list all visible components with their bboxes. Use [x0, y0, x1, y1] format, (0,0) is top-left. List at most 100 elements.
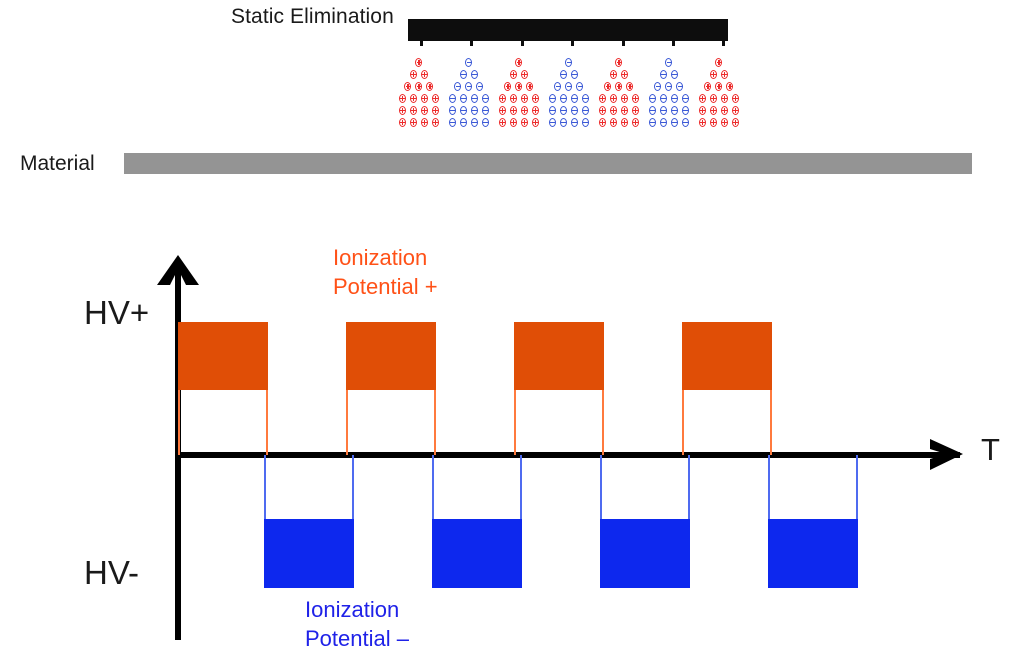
positive-ion-icon [431, 118, 441, 129]
positive-ion-icon [409, 94, 419, 105]
positive-ion-icon [698, 118, 708, 129]
negative-ion-icon [553, 82, 563, 93]
ion-column-positive [496, 58, 542, 130]
positive-ion-icon [503, 82, 513, 93]
negative-ion-icon [575, 82, 585, 93]
positive-ion-icon [598, 94, 608, 105]
emitter-pin [722, 41, 725, 46]
annotation-line: Ionization [333, 245, 428, 270]
static-elimination-title: Static Elimination [231, 5, 394, 28]
positive-ion-icon [398, 94, 408, 105]
ion-row [696, 118, 742, 130]
ion-row [646, 70, 692, 82]
positive-ion-icon [709, 106, 719, 117]
negative-ion-icon [559, 106, 569, 117]
ion-cloud [396, 58, 739, 142]
negative-pulse-edge [520, 455, 522, 519]
positive-ion-icon [398, 118, 408, 129]
positive-ion-icon [714, 82, 724, 93]
negative-ion-icon [648, 118, 658, 129]
ion-column-positive [696, 58, 742, 130]
negative-ion-icon [470, 94, 480, 105]
negative-ion-icon [570, 118, 580, 129]
negative-ion-icon [570, 94, 580, 105]
negative-ion-icon [548, 94, 558, 105]
positive-ion-icon [509, 118, 519, 129]
negative-ion-icon [481, 118, 491, 129]
positive-ion-icon [720, 106, 730, 117]
positive-ion-icon [620, 94, 630, 105]
ion-column-negative [546, 58, 592, 130]
positive-ion-icon [398, 106, 408, 117]
ion-column-negative [446, 58, 492, 130]
negative-ion-icon [459, 70, 469, 81]
negative-ion-icon [459, 94, 469, 105]
y-axis-arrow-icon [157, 255, 199, 285]
positive-ion-icon [631, 94, 641, 105]
negative-ion-icon [581, 94, 591, 105]
negative-ion-icon [564, 58, 574, 69]
positive-ion-icon [609, 70, 619, 81]
positive-ion-icon [514, 58, 524, 69]
negative-ion-icon [648, 94, 658, 105]
negative-pulse-block [432, 519, 522, 588]
negative-ion-icon [675, 82, 685, 93]
negative-pulse-edge [264, 455, 266, 519]
positive-ion-icon [403, 82, 413, 93]
negative-ion-icon [448, 106, 458, 117]
ion-row [546, 94, 592, 106]
positive-ion-icon [698, 94, 708, 105]
ion-row [646, 94, 692, 106]
positive-pulse-edge [602, 390, 604, 455]
ion-column-positive [396, 58, 442, 130]
positive-ion-icon [731, 94, 741, 105]
ion-row [596, 82, 642, 94]
negative-ion-icon [659, 118, 669, 129]
negative-ion-icon [453, 82, 463, 93]
ion-row [646, 118, 692, 130]
positive-ion-icon [525, 82, 535, 93]
positive-ion-icon [720, 94, 730, 105]
hv-plus-axis-label: HV+ [84, 294, 150, 331]
ion-row [696, 106, 742, 118]
negative-ion-icon [475, 82, 485, 93]
positive-pulse-edge [514, 390, 516, 455]
positive-ion-icon [631, 118, 641, 129]
positive-ion-icon [598, 118, 608, 129]
positive-ion-icon [720, 70, 730, 81]
positive-ion-icon [620, 70, 630, 81]
positive-pulse-edge [682, 390, 684, 455]
ion-row [446, 118, 492, 130]
emitter-pin [420, 41, 423, 46]
negative-ion-icon [470, 70, 480, 81]
ion-row [646, 82, 692, 94]
ion-row [646, 58, 692, 70]
positive-ion-icon [609, 118, 619, 129]
ion-row [496, 94, 542, 106]
negative-ion-icon [448, 118, 458, 129]
positive-ion-icon [520, 118, 530, 129]
positive-ion-icon [409, 70, 419, 81]
emitter-pin [521, 41, 524, 46]
ion-row [446, 70, 492, 82]
negative-ion-icon [653, 82, 663, 93]
positive-ion-icon [420, 106, 430, 117]
positive-ion-icon [425, 82, 435, 93]
ion-column-negative [646, 58, 692, 130]
negative-pulse-edge [768, 455, 770, 519]
positive-ion-icon [509, 106, 519, 117]
negative-ion-icon [459, 118, 469, 129]
positive-ion-icon [625, 82, 635, 93]
negative-ion-icon [681, 118, 691, 129]
ion-row [546, 58, 592, 70]
ion-row [396, 82, 442, 94]
positive-ion-icon [498, 94, 508, 105]
positive-ion-icon [531, 106, 541, 117]
positive-ion-icon [725, 82, 735, 93]
positive-ion-icon [598, 106, 608, 117]
positive-ion-icon [531, 118, 541, 129]
emitter-pin [672, 41, 675, 46]
negative-pulse-block [264, 519, 354, 588]
ion-row [396, 118, 442, 130]
ion-row [596, 94, 642, 106]
